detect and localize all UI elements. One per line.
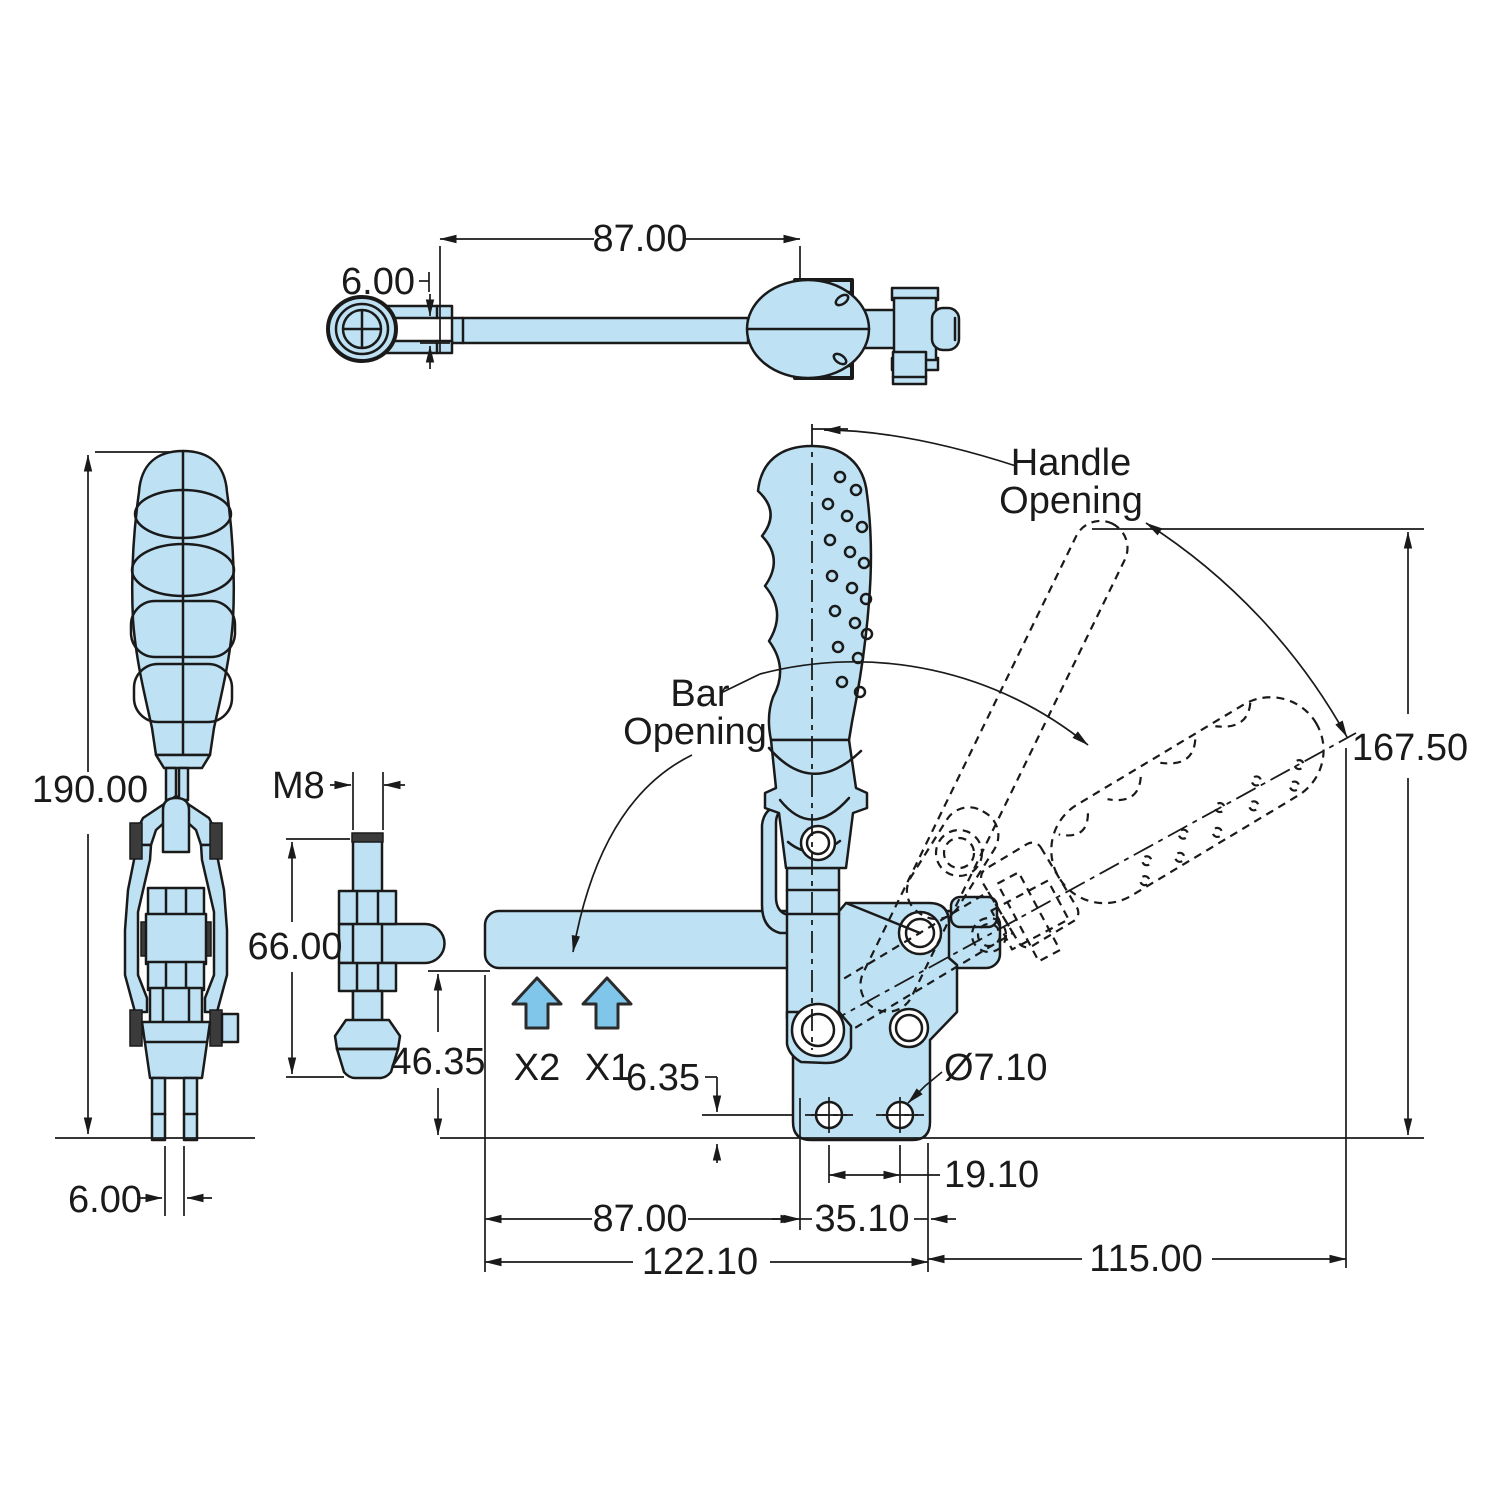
top-view-clamp-arm [850,286,961,386]
side-view-pin [209,822,223,860]
dim-overall-length: 122.10 [484,1241,929,1283]
bar-opening-label-line2: Opening [623,711,767,753]
side-view-pin [129,822,143,860]
side-view: 190.00 6.00 [32,449,255,1221]
spindle-nut-lower [337,961,398,993]
side-view-pin [209,1009,223,1047]
open-axis-centerline [791,732,1357,1044]
dim-text-hole-diameter: Ø7.10 [944,1047,1048,1089]
dim-text-base-depth: 35.10 [814,1198,909,1240]
side-view-handle [129,449,237,757]
dim-spindle-length: 66.00 [247,838,350,1078]
dim-spindle-thread: M8 [272,765,405,830]
dim-text-hole-spacing: 19.10 [944,1154,1039,1196]
handle-opening-callout: Handle Opening [812,425,1348,738]
dim-side-prong-gap: 6.00 [68,1146,212,1221]
bar-opening-label-line1: Bar [670,673,729,715]
dim-text-thread: M8 [272,765,325,807]
dim-top-bar-thickness: 6.00 [341,261,450,369]
dim-text-spindle-length: 66.00 [247,926,342,968]
top-view: 87.00 6.00 [326,218,961,386]
handle-opening-label-line1: Handle [1011,442,1131,484]
hold-down-arrows: X2 X1 [511,976,633,1089]
dim-text-hole-offset: 6.35 [626,1057,700,1099]
top-view-clevis-fork [384,304,454,355]
mounting-hole-right [876,1097,924,1133]
open-spindle-dashed [990,871,1070,963]
bar-opening-leader [571,754,693,953]
front-view: X2 X1 Handle Opening Bar Opening 6 [440,424,1468,1283]
handle-grip-dots [821,470,874,699]
open-bar-dashed [859,519,1129,1013]
x1-arrow-icon [581,976,633,1030]
dim-text-bar-length: 87.00 [592,1198,687,1240]
dim-top-arm-length: 87.00 [439,218,801,352]
bar-opening-callout: Bar Opening [571,660,1089,953]
open-clevis-dashed [905,806,1008,954]
top-view-handle-knob [745,278,871,380]
x2-arrow-icon [511,976,563,1030]
dim-bar-underside-height: 46.35 [390,970,490,1136]
side-view-tab [220,1012,240,1044]
top-view-bar [450,316,750,345]
spindle-detail: M8 66.00 46.35 [247,765,490,1136]
dim-text-open-height: 167.50 [1352,727,1468,769]
dim-text-top-arm-length: 87.00 [592,218,687,260]
side-view-frame-right [199,843,229,1014]
dim-text-overall-length: 122.10 [642,1241,758,1283]
dim-bar-length: 87.00 [484,1198,801,1240]
closed-handle [756,424,874,1065]
side-view-prongs [150,1076,199,1142]
bar-opening-arc [759,660,1089,746]
side-view-spindle-stack [140,886,212,1080]
handle-opening-arc [1145,522,1348,738]
spindle-rod-cap [351,832,384,843]
side-view-frame-left [123,843,153,1014]
top-view-clevis-eye [326,295,398,363]
dim-text-handle-reach: 115.00 [1089,1238,1202,1280]
dim-text-top-bar-thickness: 6.00 [341,261,415,303]
dim-side-overall-height: 190.00 [32,451,170,1135]
dim-handle-open-height: 167.50 [1092,528,1468,1136]
dim-text-side-height: 190.00 [32,769,148,811]
x2-label: X2 [514,1047,560,1089]
dim-hole-edge-offset: 6.35 [626,1057,793,1163]
spindle-rubber-tip [333,1018,402,1080]
side-view-pin [129,1009,143,1047]
side-view-neck [154,753,212,802]
dim-text-underside-height: 46.35 [390,1041,485,1083]
dim-mounting-hole-diameter: Ø7.10 [907,1047,1048,1104]
dim-mounting-hole-spacing: 19.10 [828,1145,1039,1196]
handle-collar [763,738,869,870]
handle-opening-label-line2: Opening [999,480,1143,522]
main-pivot [790,1002,846,1058]
dim-handle-reach: 115.00 [927,1238,1347,1280]
side-view-inner-rod [161,796,191,854]
dim-base-depth: 35.10 [772,1198,956,1240]
dim-text-prong-gap: 6.00 [68,1179,142,1221]
x1-label: X1 [585,1047,631,1089]
spindle-nut-upper [337,889,398,926]
mounting-hole-left [805,1097,853,1133]
